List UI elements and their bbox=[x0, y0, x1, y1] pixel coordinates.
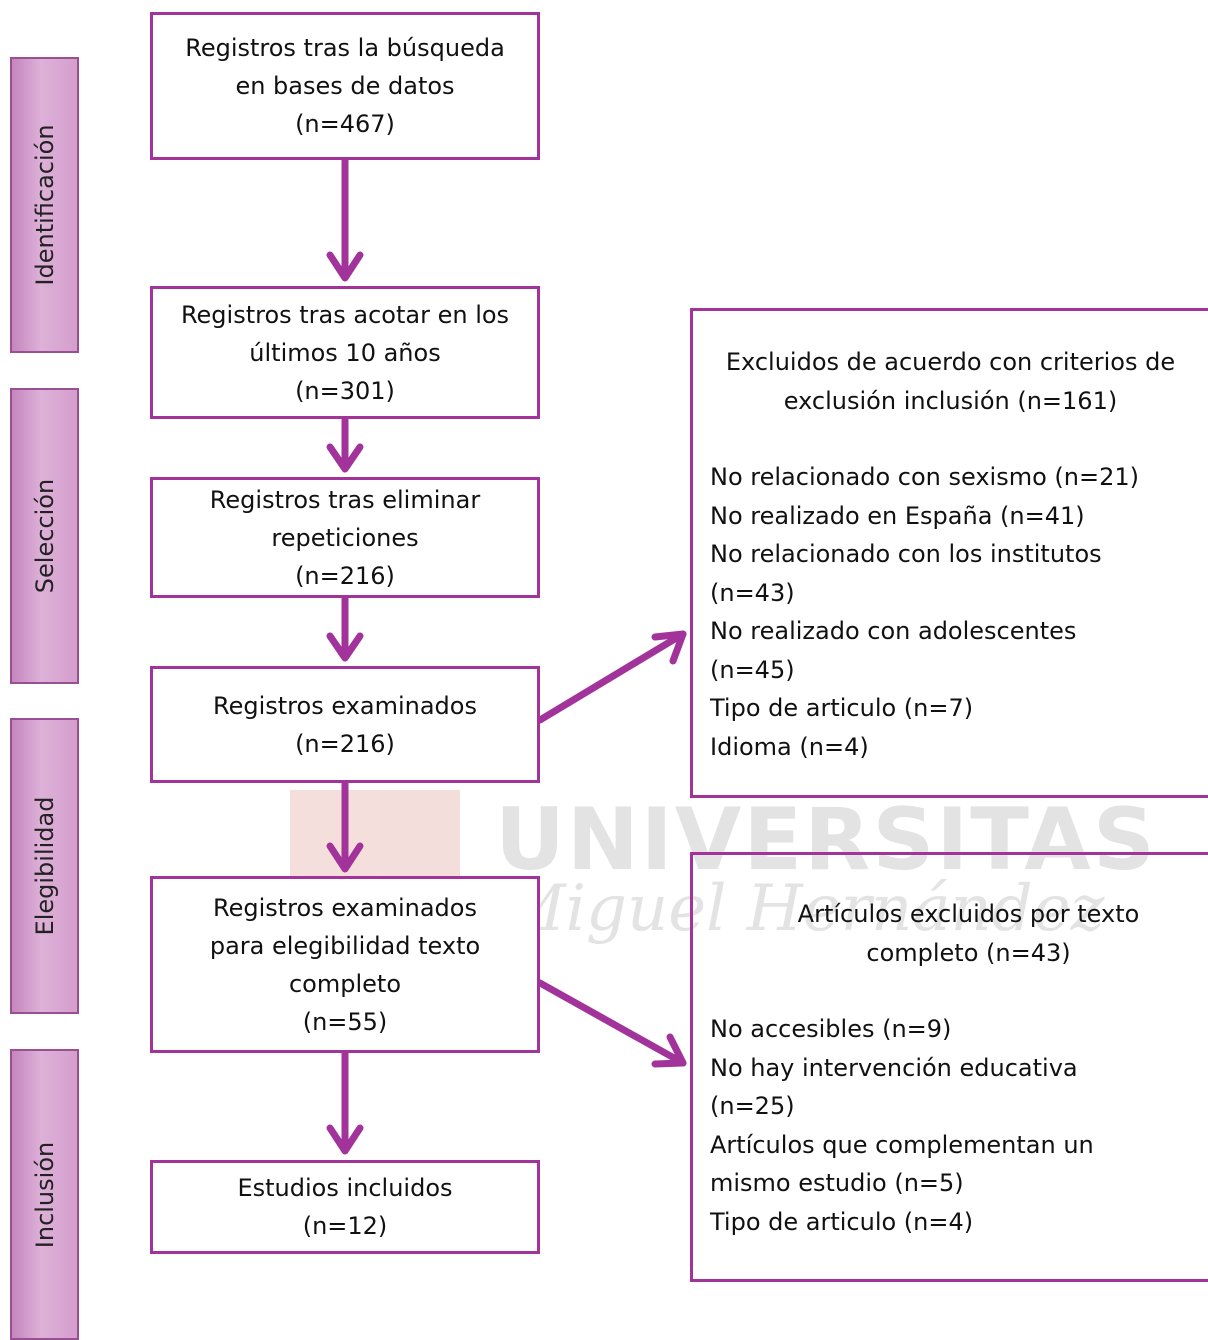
arrowhead-elegibilidad-incluidos bbox=[326, 1124, 364, 1155]
watermark-main-text: UNIVERSITAS bbox=[495, 790, 1157, 890]
box-elegibilidad-line-1: Registros examinados bbox=[213, 893, 477, 922]
box-examinados: Registros examinados (n=216) bbox=[150, 666, 540, 783]
watermark-sub-text: Miguel Hernández bbox=[500, 872, 1105, 946]
arrowhead-examinados-exclusion1 bbox=[651, 630, 687, 665]
exclusion1-item: No relacionado con sexismo (n=21) bbox=[710, 463, 1139, 491]
box-acotar-line-2: últimos 10 años bbox=[249, 338, 441, 367]
arrow-examinados-exclusion1 bbox=[536, 630, 687, 724]
box-busqueda-line-2: en bases de datos bbox=[235, 72, 455, 100]
box-acotar: Registros tras acotar en los últimos 10 … bbox=[150, 286, 540, 419]
exclusion-box-criterios: Excluidos de acuerdo con criterios de ex… bbox=[690, 308, 1208, 798]
exclusion2-item: mismo estudio (n=5) bbox=[710, 1169, 964, 1197]
exclusion1-item: No realizado en España (n=41) bbox=[710, 501, 1085, 530]
box-repeticiones-count: (n=216) bbox=[295, 561, 395, 590]
box-incluidos: Estudios incluidos (n=12) bbox=[150, 1160, 540, 1254]
box-repeticiones: Registros tras eliminar repeticiones (n=… bbox=[150, 477, 540, 598]
box-elegibilidad: Registros examinados para elegibilidad t… bbox=[150, 876, 540, 1053]
phase-elegibilidad: Elegibilidad bbox=[10, 718, 79, 1014]
exclusion1-title-line-1: Excluidos de acuerdo con criterios de bbox=[725, 348, 1176, 376]
exclusion2-title-line-2: completo (n=43) bbox=[866, 938, 1071, 967]
university-watermark: UNIVERSITAS Miguel Hernández bbox=[290, 790, 1155, 960]
exclusion2-item: (n=25) bbox=[710, 1092, 795, 1120]
exclusion1-item: No realizado con adolescentes bbox=[710, 617, 1077, 645]
box-repeticiones-line-2: repeticiones bbox=[271, 523, 419, 552]
exclusion1-item: (n=43) bbox=[710, 578, 795, 607]
box-repeticiones-line-1: Registros tras eliminar bbox=[209, 485, 481, 514]
arrow-elegibilidad-exclusion2 bbox=[536, 979, 687, 1067]
arrowhead-busqueda-acotar bbox=[326, 251, 364, 282]
arrowhead-examinados-elegibilidad bbox=[326, 842, 364, 873]
box-elegibilidad-line-2: para elegibilidad texto bbox=[209, 931, 481, 960]
box-elegibilidad-count: (n=55) bbox=[302, 1007, 388, 1036]
box-incluidos-count: (n=12) bbox=[302, 1212, 388, 1240]
exclusion2-item: Tipo de articulo (n=4) bbox=[710, 1207, 974, 1236]
exclusion2-item: No hay intervención educativa bbox=[710, 1053, 1078, 1082]
box-acotar-count: (n=301) bbox=[295, 376, 395, 405]
exclusion1-item: Idioma (n=4) bbox=[710, 732, 869, 761]
exclusion-box-texto-completo: Artículos excluidos por texto completo (… bbox=[690, 852, 1208, 1282]
box-busqueda: Registros tras la búsqueda en bases de d… bbox=[150, 12, 540, 160]
arrowhead-elegibilidad-exclusion2 bbox=[651, 1033, 687, 1068]
phase-inclusion: Inclusión bbox=[10, 1049, 79, 1340]
phase-identificacion: Identificación bbox=[10, 57, 79, 353]
arrowhead-repeticiones-examinados bbox=[326, 632, 364, 662]
exclusion1-title-line-2: exclusión inclusión (n=161) bbox=[783, 386, 1118, 415]
box-busqueda-count: (n=467) bbox=[295, 110, 395, 138]
box-examinados-count: (n=216) bbox=[295, 729, 395, 758]
box-busqueda-line-1: Registros tras la búsqueda bbox=[185, 34, 505, 62]
phase-seleccion: Selección bbox=[10, 388, 79, 684]
arrowhead-acotar-repeticiones bbox=[326, 443, 364, 473]
exclusion1-item: Tipo de articulo (n=7) bbox=[710, 694, 974, 722]
exclusion2-item: No accesibles (n=9) bbox=[710, 1015, 952, 1043]
exclusion1-item: No relacionado con los institutos bbox=[710, 540, 1102, 568]
exclusion2-item: Artículos que complementan un bbox=[710, 1130, 1094, 1159]
exclusion1-item: (n=45) bbox=[710, 655, 795, 684]
box-examinados-line-1: Registros examinados bbox=[213, 691, 477, 720]
exclusion2-title-line-1: Artículos excluidos por texto bbox=[797, 900, 1140, 928]
box-elegibilidad-line-3: completo bbox=[288, 969, 402, 998]
box-incluidos-line-1: Estudios incluidos bbox=[237, 1174, 453, 1202]
box-acotar-line-1: Registros tras acotar en los bbox=[180, 300, 510, 329]
